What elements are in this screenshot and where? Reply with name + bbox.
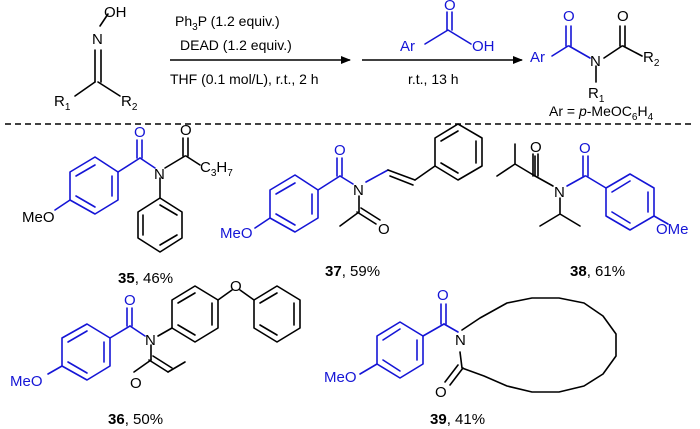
compound-36-caption: 36, 50% (108, 411, 163, 428)
compound-39-structure: MeO O N O (324, 287, 617, 401)
ar-definition: Ar = p-MeOC6H4 (549, 103, 654, 123)
compound-37-structure: MeO O N O (220, 123, 483, 242)
oxime-oh-label: OH (104, 4, 127, 21)
compound-37-o1-label: O (334, 142, 346, 159)
compound-38-o1-label: O (530, 139, 542, 156)
compound-37-n-label: N (353, 182, 364, 199)
compound-38-structure: O N O OMe (496, 139, 689, 238)
compound-37-caption: 37, 59% (325, 263, 380, 280)
oxime-starting-material: OH N R1 R2 (54, 4, 138, 113)
product-o2-label: O (617, 8, 629, 25)
compound-35-c3h7-label: C3H7 (200, 159, 233, 179)
compound-38-ome-label: OMe (656, 221, 689, 238)
step1-reagent-ph3p: Ph3P (1.2 equiv.) (175, 13, 280, 33)
compound-35-meo-label: MeO (22, 209, 55, 226)
product-r2-label: R2 (643, 49, 660, 69)
acid-ar-label: Ar (400, 38, 415, 55)
compound-35-n-label: N (154, 166, 165, 183)
oxime-n-label: N (92, 31, 103, 48)
carboxylic-acid-reagent: Ar OH O (400, 0, 495, 55)
compound-39-meo-label: MeO (324, 369, 357, 386)
compound-37-meo-label: MeO (220, 225, 253, 242)
compound-36-o2-label: O (130, 375, 142, 392)
compound-39-o1-label: O (437, 287, 449, 304)
compound-36-meo-label: MeO (10, 373, 43, 390)
compound-38-o2-label: O (579, 140, 591, 157)
compound-35-o1-label: O (134, 124, 146, 141)
compound-36-o1-label: O (124, 292, 136, 309)
acid-oh-label: OH (472, 38, 495, 55)
compound-37-o2-label: O (378, 221, 390, 238)
compound-36-structure: MeO O N O O (10, 278, 301, 392)
product-n-label: N (590, 53, 601, 70)
product-r1-label: R1 (588, 85, 605, 105)
oxime-r1-label: R1 (54, 93, 71, 113)
compound-38-caption: 38, 61% (570, 263, 625, 280)
acid-o-label: O (444, 0, 456, 14)
step1-solvent-conditions: THF (0.1 mol/L), r.t., 2 h (170, 71, 319, 87)
compound-36-o3-label: O (230, 278, 242, 295)
compound-35-o2-label: O (180, 122, 192, 139)
compound-39-caption: 39, 41% (430, 411, 485, 428)
compound-36-n-label: N (145, 332, 156, 349)
step2-conditions: r.t., 13 h (408, 71, 459, 87)
compound-38-n-label: N (554, 184, 565, 201)
oxime-r2-label: R2 (121, 93, 138, 113)
product-ar-label: Ar (530, 49, 545, 66)
compound-35-structure: MeO O N O C3H7 (22, 122, 233, 253)
compound-39-o2-label: O (435, 384, 447, 401)
step1-reagent-dead: DEAD (1.2 equiv.) (180, 37, 292, 53)
product-o1-label: O (563, 8, 575, 25)
compound-39-n-label: N (455, 332, 466, 349)
imide-product: Ar O N O R2 R1 (530, 8, 660, 105)
compound-35-caption: 35, 46% (118, 270, 173, 287)
